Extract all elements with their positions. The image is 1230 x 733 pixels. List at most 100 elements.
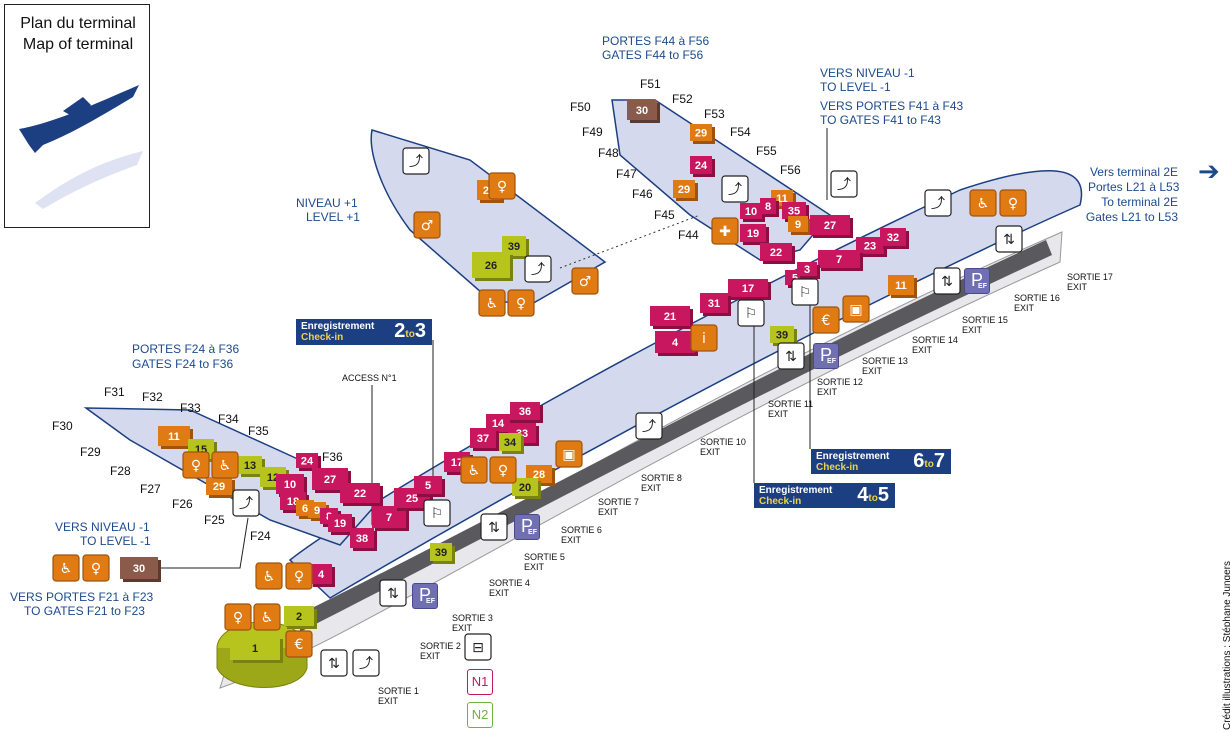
gates-f21-f23-en: TO GATES F21 to F23	[24, 604, 145, 618]
shop-number: 6	[302, 503, 308, 515]
shop-block: 26	[472, 252, 513, 281]
shop-block: 9	[788, 216, 811, 235]
badge-sub: EF	[528, 529, 537, 536]
shop-block: 34	[499, 433, 524, 454]
svg-text:⚐: ⚐	[431, 506, 444, 522]
shop-number: 39	[776, 330, 788, 342]
svg-text:⊟: ⊟	[472, 640, 484, 656]
shop-block: 32	[880, 228, 909, 249]
svg-text:⤴: ⤴	[931, 196, 945, 212]
gate-label: F49	[582, 125, 603, 139]
baby-change-icon: ♿	[460, 456, 488, 484]
svg-text:€: €	[295, 637, 304, 653]
toilet-icon: ♀	[285, 562, 313, 590]
shop-block: 22	[340, 483, 383, 506]
badge-sub: EF	[426, 598, 435, 605]
gate-label: F52	[672, 92, 693, 106]
toilet-icon: ♀	[507, 289, 535, 317]
svg-text:⇅: ⇅	[488, 520, 500, 536]
shop-number: 32	[887, 232, 899, 244]
shop-number: 24	[301, 456, 314, 468]
shop-block: 39	[430, 543, 455, 564]
svg-text:♀: ♀	[498, 463, 508, 479]
shop-number: 29	[695, 128, 707, 140]
svg-text:♀: ♀	[294, 569, 304, 585]
escalator-icon: ⤴	[635, 412, 663, 440]
shop-block: 7	[372, 506, 409, 531]
shop-number: 19	[334, 518, 346, 530]
svg-text:♿: ♿	[60, 561, 73, 577]
shop-block: 1	[230, 636, 283, 663]
shop-number: 11	[168, 431, 180, 443]
bus-n2-icon: N2	[467, 702, 493, 728]
currency-icon: €	[812, 306, 840, 334]
shop-number: 4	[318, 569, 325, 581]
shop-block: 10	[740, 203, 765, 222]
escalator-icon: ⤴	[924, 189, 952, 217]
shop-block: 7	[818, 250, 863, 271]
shop-number: 11	[776, 193, 788, 205]
terminal-2e-line-4: Gates L21 to L53	[1085, 210, 1178, 224]
elevator-icon: ⇅	[777, 342, 805, 370]
luggage-icon: ▣	[555, 440, 583, 468]
shop-block: 21	[650, 306, 693, 329]
baby-change-icon: ♿	[211, 451, 239, 479]
badge-label: P	[819, 345, 832, 365]
shop-number: 10	[284, 479, 296, 491]
svg-text:▣: ▣	[562, 447, 575, 463]
badge-label: N2	[471, 707, 489, 722]
gate-label: F31	[104, 385, 125, 399]
shop-number: 23	[864, 241, 876, 253]
badge-label: P	[520, 516, 533, 536]
svg-text:⇅: ⇅	[785, 349, 797, 365]
shop-block: 29	[673, 180, 698, 201]
shop-number: 19	[747, 228, 759, 240]
svg-text:♀: ♀	[191, 458, 201, 474]
gate-label: F54	[730, 125, 751, 139]
gate-label: F55	[756, 144, 777, 158]
elevator-icon: ⇅	[320, 649, 348, 677]
checkin-label-en: Check-in	[759, 496, 802, 507]
svg-text:⇅: ⇅	[941, 274, 953, 290]
badge-label: P	[418, 585, 431, 605]
gates-f44-f56-en: GATES F44 to F56	[602, 48, 704, 62]
badge-label: N1	[471, 674, 489, 689]
baby-change-icon: ♿	[253, 603, 281, 631]
elevator-icon: ⇅	[933, 267, 961, 295]
baby-change-icon: ♿	[969, 189, 997, 217]
gate-label: F36	[322, 450, 343, 464]
check-in-icon: ⚐	[423, 499, 451, 527]
shop-number: 20	[519, 482, 531, 494]
svg-text:♿: ♿	[219, 458, 232, 474]
service-icons: ⤴♀♂⤴♂♿♀⤴✚⤴⤴♿♀⇅⇅⚐i⚐▣€⇅⤴▣♿♀⚐⇅♀♿⤴♿♀⇅♀♿€⇅⤴⊟♿…	[52, 147, 1027, 677]
shop-number: 13	[244, 460, 256, 472]
checkin-range: 6to7	[913, 450, 945, 472]
svg-text:€: €	[822, 313, 831, 329]
svg-text:♿: ♿	[261, 610, 274, 626]
gate-label: F32	[142, 390, 163, 404]
gate-label: F27	[140, 482, 161, 496]
svg-text:⤴: ⤴	[359, 656, 373, 672]
shop-number: 27	[324, 474, 336, 486]
baby-change-icon: ♿	[478, 289, 506, 317]
gate-label: F28	[110, 464, 131, 478]
shop-block: 13	[238, 456, 265, 477]
toilet-icon: ♂	[413, 211, 441, 239]
shop-block: 2	[284, 606, 317, 629]
shop-number: 8	[765, 201, 771, 213]
checkin-label-en: Check-in	[301, 332, 344, 343]
gate-label: F24	[250, 529, 271, 543]
gates-f41-f43-en: TO GATES F41 to F43	[820, 113, 941, 127]
shop-block: 36	[510, 402, 543, 423]
shop-number: 7	[836, 254, 842, 266]
shop-number: 5	[425, 480, 431, 492]
svg-text:⤴: ⤴	[531, 262, 545, 278]
svg-text:♀: ♀	[233, 610, 243, 626]
shop-number: 37	[477, 433, 489, 445]
